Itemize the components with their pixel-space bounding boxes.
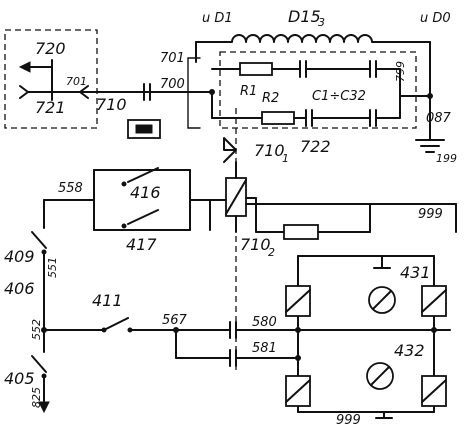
switch-411: [101, 317, 133, 333]
label-431: 431: [400, 263, 431, 282]
label-uD1: u D1: [202, 11, 233, 26]
ground-symbol-top: [415, 139, 445, 153]
label-411: 411: [92, 291, 123, 310]
capacitor-710: [143, 83, 151, 101]
label-720: 720: [35, 39, 66, 58]
label-721: 721: [35, 98, 66, 117]
label-087: 087: [426, 111, 452, 126]
label-417: 417: [126, 235, 157, 254]
coil-432-right: [421, 375, 447, 407]
label-581: 581: [252, 341, 277, 356]
label-432: 432: [394, 341, 425, 360]
resistor-R2: [261, 111, 295, 125]
label-710-2: 710: [240, 235, 271, 254]
coil-431-left: [285, 285, 311, 317]
label-999-mid: 999: [418, 207, 443, 222]
label-405: 405: [4, 369, 35, 388]
label-R1: R1: [240, 84, 257, 99]
label-R2: R2: [262, 91, 279, 106]
ground-symbol-431: [373, 255, 391, 269]
coil-431-right: [421, 285, 447, 317]
switch-409: [31, 199, 47, 255]
label-D15-sub: 3: [318, 16, 325, 29]
label-C1-C32: C1÷C32: [312, 89, 366, 104]
label-701-left: 701: [66, 75, 87, 88]
lamp-432: [366, 362, 394, 390]
label-567: 567: [162, 313, 188, 328]
label-710-1: 710: [254, 141, 285, 160]
label-558: 558: [58, 181, 83, 196]
bridge-network: [297, 255, 435, 413]
resistor-710-2: [283, 224, 319, 240]
capacitor-bank-upper: [299, 60, 401, 78]
capacitor-bank-lower: [293, 109, 401, 127]
label-580: 580: [252, 315, 277, 330]
label-199: 199: [436, 152, 457, 165]
dashed-box-722: [219, 51, 417, 129]
inductor-D15: [195, 34, 431, 43]
lamp-431: [368, 286, 396, 314]
label-799: 799: [394, 61, 407, 82]
label-825: 825: [30, 387, 43, 408]
label-551: 551: [46, 257, 59, 278]
resistor-R1: [239, 62, 273, 76]
label-710: 710: [96, 95, 127, 114]
label-uD0: u D0: [420, 11, 451, 26]
label-409: 409: [4, 247, 35, 266]
label-722: 722: [300, 137, 331, 156]
dashed-box-720-721: [4, 29, 98, 129]
coil-432-left: [285, 375, 311, 407]
label-416: 416: [130, 183, 161, 202]
relay-block-710: [127, 119, 161, 139]
label-406: 406: [4, 279, 35, 298]
label-710-1-sub: 1: [282, 152, 289, 165]
label-D15: D15: [288, 7, 321, 26]
label-700: 700: [160, 77, 185, 92]
label-710-2-sub: 2: [268, 246, 275, 259]
label-999-bottom: 999: [336, 413, 361, 428]
switch-417: [121, 209, 159, 229]
label-552: 552: [30, 319, 43, 340]
ground-symbol-bottom: [375, 411, 393, 419]
label-701-top: 701: [160, 51, 185, 66]
switch-416: [121, 167, 159, 187]
contact-710-1: [223, 137, 237, 163]
